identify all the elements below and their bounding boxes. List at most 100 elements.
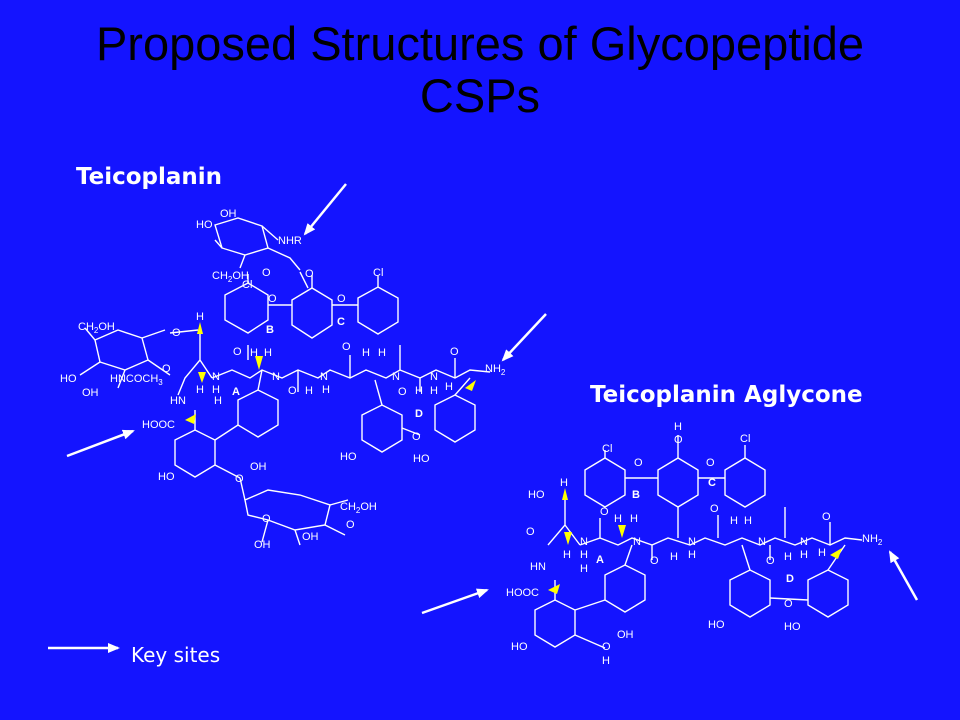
- svg-text:H: H: [415, 385, 423, 397]
- svg-text:O: O: [634, 457, 643, 469]
- svg-text:O: O: [288, 385, 297, 397]
- svg-text:H: H: [305, 385, 313, 397]
- svg-text:O: O: [262, 267, 271, 279]
- svg-text:HO: HO: [60, 373, 77, 385]
- svg-text:O: O: [674, 434, 683, 446]
- svg-text:N: N: [272, 371, 280, 383]
- svg-text:HO: HO: [340, 451, 357, 463]
- svg-text:O: O: [526, 526, 535, 538]
- svg-text:H: H: [688, 549, 696, 561]
- slide-title: Proposed Structures of Glycopeptide CSPs: [0, 18, 960, 122]
- legend-label: Key sites: [131, 643, 221, 667]
- svg-text:HO: HO: [784, 621, 801, 633]
- svg-text:N: N: [633, 536, 641, 548]
- svg-text:O: O: [162, 363, 171, 375]
- svg-text:H: H: [560, 477, 568, 489]
- svg-text:O: O: [398, 386, 407, 398]
- svg-text:O: O: [233, 346, 242, 358]
- svg-text:NH2: NH2: [485, 363, 506, 377]
- svg-text:HO: HO: [511, 641, 528, 653]
- svg-text:O: O: [268, 293, 277, 305]
- svg-text:H: H: [784, 551, 792, 563]
- arrow-nhr: [303, 183, 347, 236]
- svg-text:H: H: [818, 547, 826, 559]
- svg-text:O: O: [412, 431, 421, 443]
- svg-text:OH: OH: [254, 539, 271, 551]
- svg-text:H: H: [430, 385, 438, 397]
- svg-text:O: O: [602, 641, 611, 653]
- svg-text:OH: OH: [250, 461, 267, 473]
- svg-text:H: H: [744, 515, 752, 527]
- svg-text:A: A: [232, 386, 240, 398]
- svg-text:NH2: NH2: [862, 533, 883, 547]
- svg-text:O: O: [172, 327, 181, 339]
- svg-text:O: O: [450, 346, 459, 358]
- svg-text:O: O: [710, 503, 719, 515]
- svg-text:H: H: [378, 347, 386, 359]
- svg-text:N: N: [758, 536, 766, 548]
- svg-text:C: C: [337, 316, 345, 328]
- svg-text:N: N: [688, 536, 696, 548]
- svg-text:H: H: [800, 549, 808, 561]
- svg-text:OH: OH: [302, 531, 319, 543]
- arrow-hooc-aglycone: [421, 588, 489, 615]
- svg-text:N: N: [800, 536, 808, 548]
- svg-text:N: N: [320, 371, 328, 383]
- svg-text:O: O: [337, 293, 346, 305]
- svg-text:H: H: [362, 347, 370, 359]
- teicoplanin-structure: [79, 217, 491, 546]
- svg-text:O: O: [235, 473, 244, 485]
- svg-text:NHR: NHR: [278, 235, 302, 247]
- svg-text:H: H: [322, 384, 330, 396]
- svg-text:O: O: [706, 457, 715, 469]
- svg-text:H: H: [264, 347, 272, 359]
- svg-text:D: D: [786, 573, 794, 585]
- svg-text:CH2OH: CH2OH: [212, 270, 249, 284]
- svg-text:OH: OH: [220, 208, 237, 220]
- arrow-hooc: [66, 429, 135, 458]
- svg-text:D: D: [415, 408, 423, 420]
- arrow-nh2-aglycone: [888, 550, 919, 601]
- svg-text:HO: HO: [528, 489, 545, 501]
- svg-text:H: H: [670, 551, 678, 563]
- svg-text:O: O: [600, 506, 609, 518]
- svg-text:CH2OH: CH2OH: [340, 501, 377, 515]
- aglycone-label: Teicoplanin Aglycone: [590, 382, 863, 408]
- svg-text:H: H: [730, 515, 738, 527]
- svg-text:N: N: [430, 371, 438, 383]
- svg-text:OH: OH: [617, 629, 634, 641]
- svg-text:H: H: [602, 655, 610, 667]
- svg-text:B: B: [632, 489, 640, 501]
- svg-text:C: C: [708, 477, 716, 489]
- svg-text:HOOC: HOOC: [142, 419, 175, 431]
- svg-text:CH2OH: CH2OH: [78, 321, 115, 335]
- svg-text:H: H: [580, 549, 588, 561]
- svg-text:HN: HN: [170, 395, 186, 407]
- svg-text:O: O: [650, 555, 659, 567]
- svg-text:O: O: [262, 513, 271, 525]
- svg-text:N: N: [392, 371, 400, 383]
- arrow-nh2: [501, 313, 547, 362]
- svg-text:H: H: [580, 563, 588, 575]
- svg-text:H: H: [445, 381, 453, 393]
- svg-text:O: O: [305, 268, 314, 280]
- svg-text:H: H: [212, 384, 220, 396]
- stereo-wedges-aglycone: [548, 488, 842, 594]
- svg-text:N: N: [580, 536, 588, 548]
- key-site-arrows: [48, 183, 919, 653]
- svg-text:H: H: [250, 347, 258, 359]
- svg-text:A: A: [596, 554, 604, 566]
- svg-text:H: H: [630, 513, 638, 525]
- svg-text:H: H: [214, 395, 222, 407]
- svg-text:HN: HN: [530, 561, 546, 573]
- svg-text:H: H: [674, 421, 682, 433]
- svg-text:O: O: [346, 519, 355, 531]
- svg-text:Cl: Cl: [740, 433, 750, 445]
- svg-text:O: O: [822, 511, 831, 523]
- stereo-wedges-teicoplanin: [185, 322, 476, 424]
- title-line-1: Proposed Structures of Glycopeptide: [95, 17, 865, 70]
- svg-text:H: H: [563, 549, 571, 561]
- title-line-2: CSPs: [419, 69, 541, 122]
